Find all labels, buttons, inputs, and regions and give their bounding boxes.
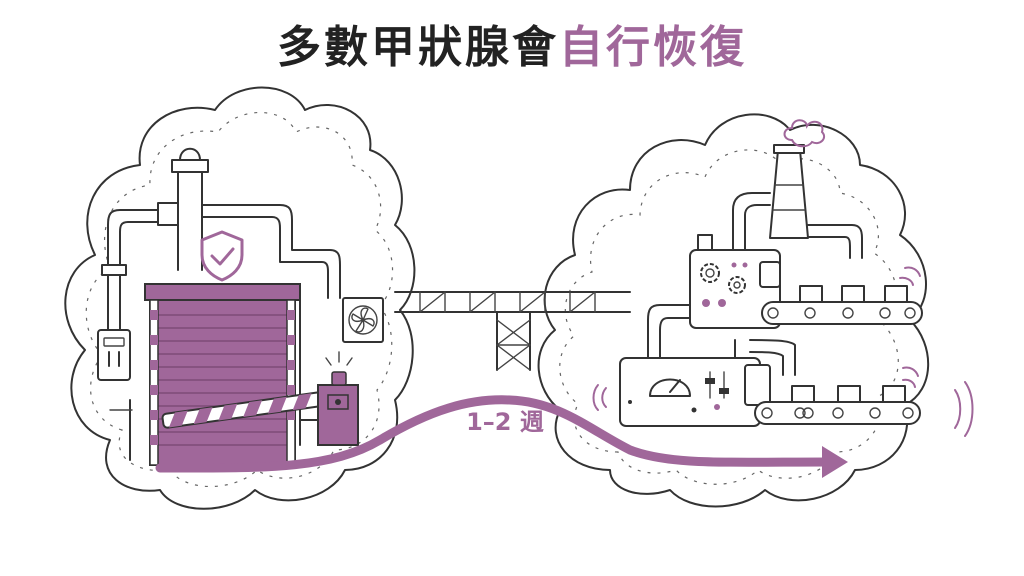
shield-check-icon bbox=[200, 230, 244, 282]
pipes bbox=[101, 147, 341, 331]
building-wall bbox=[109, 299, 321, 461]
right-pipes bbox=[647, 192, 863, 376]
arrow-label: 1–2 週 bbox=[466, 408, 544, 436]
ventilation-fan-icon bbox=[342, 297, 384, 343]
warning-beacon bbox=[325, 351, 353, 386]
factory-chimney bbox=[769, 144, 809, 239]
recovery-arrow bbox=[155, 395, 848, 478]
bridge bbox=[394, 291, 631, 371]
gear-machine bbox=[689, 249, 781, 329]
page-title: 多數甲狀腺會自行恢復 bbox=[0, 18, 1024, 78]
motion-lines bbox=[592, 266, 974, 437]
title-main: 多數甲狀腺會 bbox=[277, 22, 559, 73]
smoke-puffs bbox=[783, 119, 826, 148]
electrical-panel bbox=[97, 329, 131, 381]
barrier-gate bbox=[161, 384, 359, 446]
conveyor-belt-upper bbox=[761, 285, 923, 325]
rolling-shutter-door bbox=[144, 283, 301, 466]
conveyor-belt-lower bbox=[754, 385, 921, 425]
gauge-control-panel bbox=[619, 357, 771, 427]
title-highlight: 自行恢復 bbox=[559, 22, 747, 73]
